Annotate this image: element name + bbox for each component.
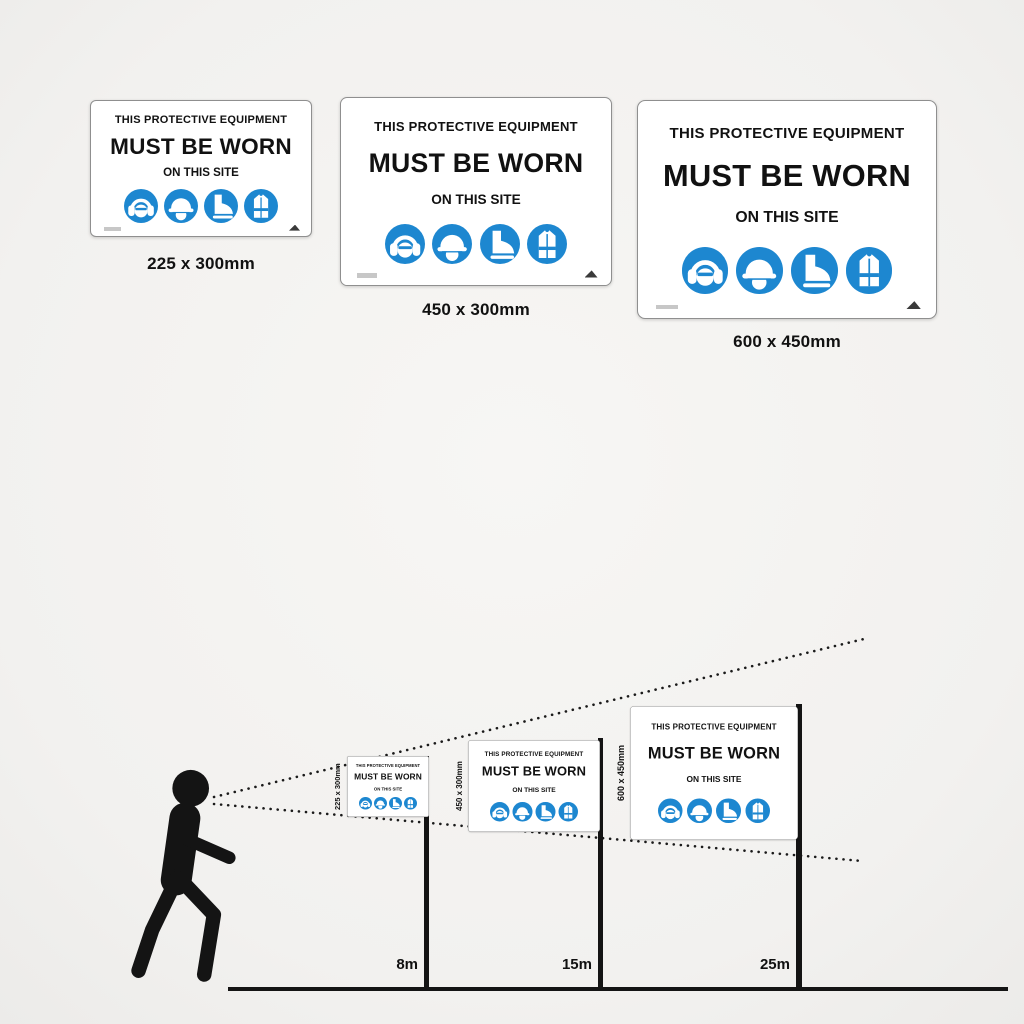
ppe-sign-225x300: THIS PROTECTIVE EQUIPMENT MUST BE WORN O…	[90, 100, 312, 237]
sign-line-3: ON THIS SITE	[373, 786, 403, 792]
hard-hat-icon	[687, 798, 712, 824]
distance-label-15m: 15m	[561, 956, 592, 973]
hi-vis-vest-icon	[404, 796, 417, 810]
safety-boots-icon	[716, 798, 741, 824]
hard-hat-icon	[512, 801, 533, 822]
sign-line-3: ON THIS SITE	[735, 209, 839, 227]
sign-line-2: MUST BE WORN	[110, 133, 292, 159]
sign-line-1: THIS PROTECTIVE EQUIPMENT	[355, 763, 421, 768]
sign-code-mark	[357, 273, 377, 278]
safety-boots-icon	[389, 796, 402, 810]
hi-vis-vest-icon	[244, 188, 279, 223]
ppe-icons-row	[123, 188, 279, 223]
safety-boots-icon	[204, 188, 239, 223]
size-label-225x300: 225 x 300mm	[147, 254, 255, 273]
ear-protection-icon	[657, 798, 683, 824]
ppe-icons-row	[681, 247, 893, 294]
hi-vis-vest-icon	[527, 223, 568, 265]
sign-line-1: THIS PROTECTIVE EQUIPMENT	[651, 722, 777, 732]
sign-code-mark	[655, 304, 679, 310]
ppe-sign-600x450: THIS PROTECTIVE EQUIPMENT MUST BE WORN O…	[637, 100, 937, 319]
brand-logo-icon	[584, 270, 598, 278]
sign-line-2: MUST BE WORN	[354, 772, 422, 782]
ear-protection-icon	[359, 796, 372, 810]
ppe-icons-row	[489, 801, 579, 822]
brand-logo-icon	[906, 301, 922, 310]
sign-line-2: MUST BE WORN	[647, 743, 781, 763]
distance-label-25m: 25m	[759, 956, 790, 973]
ear-protection-icon	[489, 801, 510, 822]
safety-boots-icon	[791, 247, 838, 294]
ppe-sign-on-post-15m: THIS PROTECTIVE EQUIPMENT MUST BE WORN O…	[468, 740, 600, 832]
distance-label-8m: 8m	[396, 956, 418, 973]
ear-protection-icon	[384, 223, 425, 265]
sign-line-3: ON THIS SITE	[163, 166, 239, 179]
hard-hat-icon	[374, 796, 387, 810]
hard-hat-icon	[736, 247, 783, 294]
hi-vis-vest-icon	[745, 798, 771, 824]
sign-line-2: MUST BE WORN	[481, 764, 587, 779]
brand-logo-icon	[289, 224, 300, 231]
sign-line-2: MUST BE WORN	[368, 147, 584, 178]
sign-line-3: ON THIS SITE	[512, 785, 556, 794]
ppe-icons-row	[657, 798, 771, 824]
hi-vis-vest-icon	[558, 801, 579, 822]
post-sign-size-8m: 225 x 300mm	[333, 763, 342, 811]
ground-line	[228, 987, 1008, 991]
ppe-sign-on-post-8m: THIS PROTECTIVE EQUIPMENT MUST BE WORN O…	[347, 756, 429, 817]
size-label-450x300: 450 x 300mm	[422, 300, 530, 319]
post-sign-size-15m: 450 x 300mm	[455, 761, 464, 811]
ear-protection-icon	[681, 247, 729, 294]
sign-line-3: ON THIS SITE	[431, 191, 521, 207]
sign-line-1: THIS PROTECTIVE EQUIPMENT	[669, 125, 905, 143]
safety-boots-icon	[535, 801, 556, 822]
hard-hat-icon	[432, 223, 473, 265]
safety-boots-icon	[479, 223, 520, 265]
ear-protection-icon	[123, 188, 158, 223]
hard-hat-icon	[163, 188, 198, 223]
sign-post-25m	[796, 704, 802, 990]
sign-line-1: THIS PROTECTIVE EQUIPMENT	[114, 114, 288, 127]
ppe-icons-row	[359, 796, 417, 810]
sign-line-2: MUST BE WORN	[663, 157, 911, 193]
ppe-sign-450x300: THIS PROTECTIVE EQUIPMENT MUST BE WORN O…	[340, 97, 612, 286]
sign-post-8m	[424, 756, 429, 990]
sign-line-3: ON THIS SITE	[686, 774, 742, 784]
ppe-sign-on-post-25m: THIS PROTECTIVE EQUIPMENT MUST BE WORN O…	[630, 706, 798, 840]
sign-line-1: THIS PROTECTIVE EQUIPMENT	[374, 118, 578, 134]
sign-line-1: THIS PROTECTIVE EQUIPMENT	[484, 750, 584, 758]
sign-post-15m	[598, 738, 603, 990]
walking-person-icon	[131, 769, 236, 982]
post-sign-size-25m: 600 x 450mm	[616, 744, 626, 802]
ppe-icons-row	[384, 223, 568, 265]
hi-vis-vest-icon	[845, 247, 893, 294]
sign-code-mark	[104, 227, 121, 231]
size-label-600x450: 600 x 450mm	[733, 332, 841, 351]
